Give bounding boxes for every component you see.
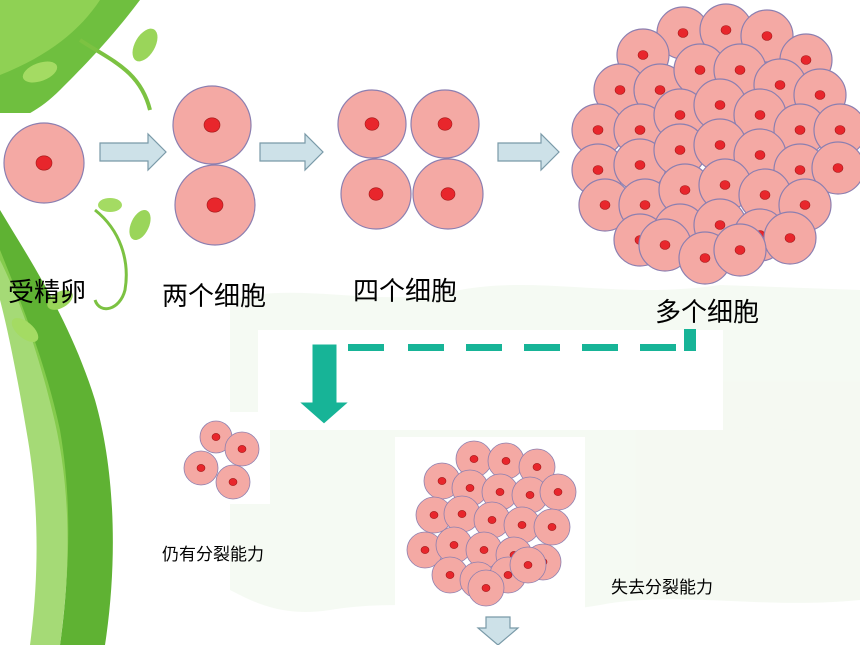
many-cell-17 <box>813 103 860 157</box>
four-cell-tr <box>410 89 480 159</box>
four-cell-bl <box>340 158 412 230</box>
cells-group <box>3 3 860 607</box>
large-cluster-cell-22 <box>467 569 505 607</box>
large-cluster-cell-7 <box>539 473 577 511</box>
label-many-cells: 多个细胞 <box>655 298 760 328</box>
large-cluster-cell-13 <box>406 531 444 569</box>
fertilized-egg-cell <box>3 122 85 204</box>
four-cell-br <box>412 158 484 230</box>
arrow-3 <box>497 132 560 172</box>
two-cell-bottom <box>174 164 256 246</box>
small-cluster-cell-top <box>199 420 233 454</box>
arrow-down-bottom <box>476 616 520 645</box>
two-cell-top <box>172 85 252 165</box>
large-cluster-cell-0 <box>455 440 493 478</box>
teal-connector <box>348 329 696 351</box>
many-cell-38 <box>713 223 767 277</box>
many-cell-29 <box>738 168 792 222</box>
label-cannot-divide: 失去分裂能力 <box>611 578 713 598</box>
many-cell-35 <box>763 211 817 265</box>
many-cell-5 <box>593 63 647 117</box>
label-fertilized-egg: 受精卵 <box>8 278 87 308</box>
large-cluster-cell-21 <box>509 546 547 584</box>
teal-down-arrow <box>297 343 351 425</box>
large-cluster-cell-12 <box>533 508 571 546</box>
label-two-cells: 两个细胞 <box>162 282 267 312</box>
four-cell-tl <box>337 89 407 159</box>
large-cluster-cell-18 <box>431 556 469 594</box>
arrow-1 <box>99 132 167 172</box>
large-cluster-cell-10 <box>473 501 511 539</box>
label-four-cells: 四个细胞 <box>353 277 458 307</box>
small-cluster-cell-right <box>224 431 260 467</box>
vine-decoration <box>0 0 158 645</box>
small-cluster-cell-bottom <box>215 464 251 500</box>
large-cluster-cell-8 <box>415 496 453 534</box>
small-cluster-cell-left <box>183 450 219 486</box>
arrow-2 <box>259 132 324 172</box>
label-can-divide: 仍有分裂能力 <box>162 545 264 565</box>
many-cell-28 <box>698 158 752 212</box>
many-cell-24 <box>811 141 860 195</box>
large-cluster-cell-9 <box>443 495 481 533</box>
large-cluster-cell-1 <box>487 442 525 480</box>
